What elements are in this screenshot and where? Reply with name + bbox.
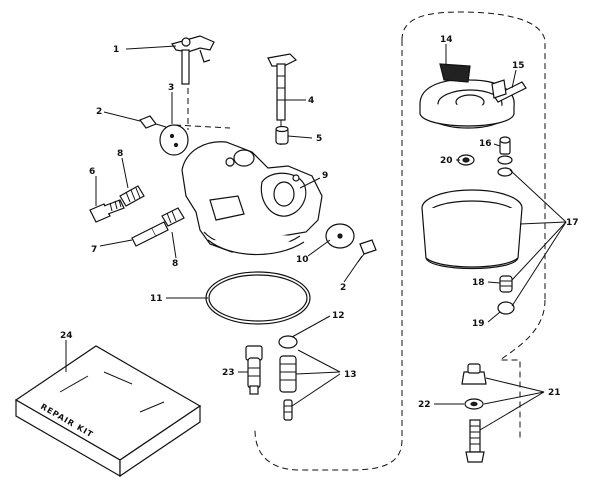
bowl-gasket-part	[205, 271, 311, 325]
spring-part-upper	[119, 185, 145, 207]
callout-18: 18	[472, 278, 485, 288]
callout-8-upper: 8	[117, 149, 123, 159]
inlet-needle-part	[497, 136, 513, 177]
throttle-shaft-part	[171, 35, 215, 85]
fuel-jet-part	[279, 355, 297, 421]
o-ring-part	[278, 335, 298, 349]
callout-24: 24	[60, 331, 73, 341]
callout-23: 23	[222, 368, 235, 378]
float-part	[419, 63, 515, 129]
throttle-plate-part	[159, 124, 189, 156]
callout-14: 14	[440, 35, 453, 45]
callout-12: 12	[332, 311, 345, 321]
bowl-assembly-outline-left	[254, 40, 403, 471]
bushing-part	[275, 125, 289, 145]
callout-22: 22	[418, 400, 431, 410]
callout-15: 15	[512, 61, 525, 71]
callout-3: 3	[168, 83, 174, 93]
choke-shaft-part	[267, 53, 298, 121]
spring-18-part	[499, 275, 513, 293]
callout-7: 7	[91, 245, 97, 255]
bowl-nut-part	[245, 345, 263, 395]
repair-kit-box: REPAIR KIT	[14, 345, 202, 478]
plate-guide	[174, 124, 231, 129]
callout-2-upper: 2	[96, 107, 102, 117]
drain-nut-part	[461, 363, 487, 385]
choke-plate-part	[325, 223, 355, 249]
callout-5: 5	[316, 134, 322, 144]
callout-9: 9	[322, 171, 328, 181]
callout-11: 11	[150, 294, 163, 304]
callout-1: 1	[113, 45, 119, 55]
callout-2-lower: 2	[340, 283, 346, 293]
leader-lines	[65, 44, 567, 431]
washer-22-part	[464, 398, 484, 410]
callout-6: 6	[89, 167, 95, 177]
ring-19-part	[497, 301, 515, 315]
callout-4: 4	[308, 96, 314, 106]
callout-17: 17	[566, 218, 579, 228]
callout-10: 10	[296, 255, 309, 265]
bowl-assembly-outline	[401, 11, 546, 440]
callout-19: 19	[472, 319, 485, 329]
washer-part	[457, 154, 475, 166]
needle-valve-part	[131, 221, 169, 247]
screw-part-upper	[139, 115, 167, 129]
float-bowl-part	[421, 189, 523, 270]
callout-13: 13	[344, 370, 357, 380]
spring-part-lower	[161, 207, 185, 227]
callout-8-lower: 8	[172, 259, 178, 269]
callout-21: 21	[548, 388, 561, 398]
bolt-part	[465, 419, 485, 463]
idle-screw-part	[89, 199, 125, 223]
callout-labels: 1 2 3 4 5 6 8 9 7 8 10 2 11 12 13 23 24 …	[60, 35, 579, 410]
callout-20: 20	[440, 156, 453, 166]
callout-16: 16	[479, 139, 492, 149]
carburetor-body-part	[181, 141, 323, 256]
